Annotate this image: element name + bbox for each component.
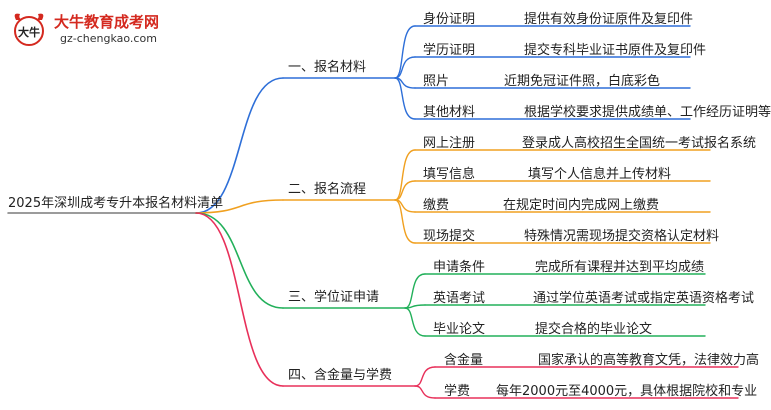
mindmap: 大牛 大牛教育成考网 gz-chengkao.com 2025年深圳成考专升本报… xyxy=(6,8,771,399)
branch-label-degree: 三、学位证申请 xyxy=(288,290,380,305)
branch-curve xyxy=(195,77,284,214)
item-desc: 提交专科毕业证书原件及复印件 xyxy=(524,43,707,58)
branch-label-process: 二、报名流程 xyxy=(288,182,367,197)
item-name: 填写信息 xyxy=(423,167,476,182)
item-desc: 登录成人高校招生全国统一考试报名系统 xyxy=(522,136,757,151)
item-connector xyxy=(394,25,416,79)
item-connector xyxy=(414,366,436,387)
item-connector xyxy=(394,56,416,79)
item-desc: 提交合格的毕业论文 xyxy=(535,322,653,337)
item-name: 网上注册 xyxy=(423,136,476,151)
branch-curve xyxy=(195,212,284,309)
item-desc: 特殊情况需现场提交资格认定材料 xyxy=(524,229,720,244)
connector-lines xyxy=(7,25,739,399)
branch-label-materials: 一、报名材料 xyxy=(288,60,367,75)
item-name: 缴费 xyxy=(423,198,450,213)
item-name: 身份证明 xyxy=(423,12,476,27)
branch-curve xyxy=(195,212,284,387)
branch-label-value-fees: 四、含金量与学费 xyxy=(288,368,393,383)
item-name: 英语考试 xyxy=(433,291,486,306)
item-connector xyxy=(394,180,416,201)
item-name: 含金量 xyxy=(444,353,484,368)
item-connector xyxy=(404,307,426,337)
item-connector xyxy=(394,77,416,120)
item-desc: 根据学校要求提供成绩单、工作经历证明等 xyxy=(524,105,771,120)
item-desc: 通过学位英语考试或指定英语资格考试 xyxy=(533,291,755,306)
item-connector xyxy=(414,385,436,399)
item-name: 学历证明 xyxy=(423,43,476,58)
item-desc: 提供有效身份证原件及复印件 xyxy=(524,12,694,27)
item-name: 其他材料 xyxy=(423,105,476,120)
item-desc: 在规定时间内完成网上缴费 xyxy=(503,198,660,213)
item-desc: 近期免冠证件照，白底彩色 xyxy=(504,74,661,89)
item-connector xyxy=(394,149,416,201)
item-connector xyxy=(404,273,426,309)
root-topic: 2025年深圳成考专升本报名材料清单 xyxy=(8,196,224,211)
item-name: 学费 xyxy=(444,384,471,399)
item-desc: 填写个人信息并上传材料 xyxy=(528,167,672,182)
logo-title: 大牛教育成考网 xyxy=(54,13,160,31)
item-name: 毕业论文 xyxy=(433,322,486,337)
logo-glyph: 大牛 xyxy=(18,25,40,39)
logo-url: gz-chengkao.com xyxy=(60,32,157,45)
item-desc: 完成所有课程并达到平均成绩 xyxy=(535,260,705,275)
site-logo[interactable]: 大牛 大牛教育成考网 gz-chengkao.com xyxy=(6,8,236,52)
branch-curve xyxy=(195,199,284,214)
item-name: 现场提交 xyxy=(423,229,476,244)
item-desc: 国家承认的高等教育文凭，法律效力高 xyxy=(538,353,760,368)
item-name: 照片 xyxy=(423,74,450,89)
item-name: 申请条件 xyxy=(433,260,486,275)
item-desc: 每年2000元至4000元，具体根据院校和专业 xyxy=(496,384,758,399)
ox-logo-icon: 大牛 xyxy=(14,13,44,46)
item-connector xyxy=(394,199,416,244)
